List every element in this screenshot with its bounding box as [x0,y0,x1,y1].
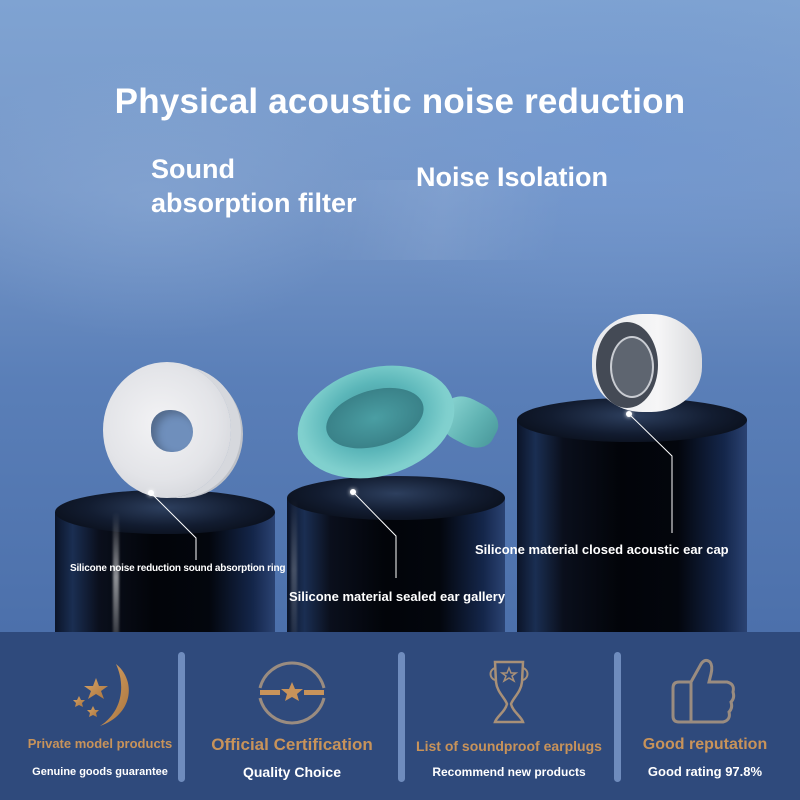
footer-title: List of soundproof earplugs [416,738,602,754]
sound-absorption-ring-image [103,362,231,498]
label-ear-cap: Silicone material closed acoustic ear ca… [475,542,729,557]
footer-item-private-model: Private model products Genuine goods gua… [10,632,190,800]
footer-subtitle: Genuine goods guarantee [32,766,168,778]
certification-badge-icon [258,661,326,725]
moon-stars-icon [73,664,129,726]
footer-subtitle: Quality Choice [242,764,342,780]
trophy-icon [489,660,529,724]
pillar-right [517,398,747,632]
light-band [0,180,800,260]
pillar-left [55,490,275,632]
label-ear-gallery: Silicone material sealed ear gallery [289,589,506,604]
feature-sound-absorption: Sound absorption filter [151,152,357,220]
footer-item-soundproof-list: List of soundproof earplugs Recommend ne… [404,632,614,800]
label-absorption-ring: Silicone noise reduction sound absorptio… [70,563,286,574]
feature-line-1: Sound [151,154,235,184]
footer-item-reputation: Good reputation Good rating 97.8% [620,632,790,800]
callout-dot [626,411,632,417]
thumbs-up-icon [671,658,736,724]
footer-subtitle: Good rating 97.8% [647,764,763,779]
callout-dot [350,489,356,495]
acoustic-ear-cap-image [592,314,702,412]
page-title: Physical acoustic noise reduction [114,82,686,121]
divider [398,652,405,782]
feature-footer: Private model products Genuine goods gua… [0,632,800,800]
feature-line-2: absorption filter [151,188,357,218]
callout-dot [148,490,154,496]
footer-title: Official Certification [211,735,373,754]
footer-title: Private model products [27,736,173,751]
hero-section: Physical acoustic noise reduction Sound … [0,0,800,632]
divider [614,652,621,782]
callout-lines [0,0,800,632]
footer-subtitle: Recommend new products [432,765,586,779]
divider [178,652,185,782]
footer-item-certification: Official Certification Quality Choice [192,632,392,800]
feature-noise-isolation: Noise Isolation [416,162,609,192]
footer-title: Good reputation [642,736,768,753]
